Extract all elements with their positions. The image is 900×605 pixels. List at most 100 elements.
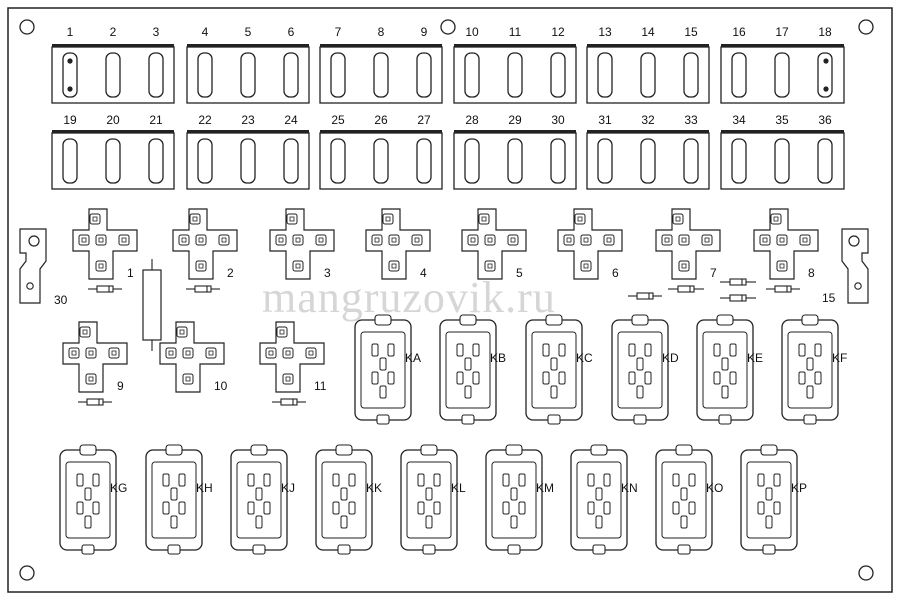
fuse-slot[interactable]	[817, 52, 833, 98]
connector-pin	[255, 487, 263, 501]
connector-cavity	[787, 331, 833, 409]
relay-pin	[85, 373, 97, 385]
diode	[668, 285, 704, 293]
fuse-slot[interactable]	[507, 138, 523, 184]
fuse-slot[interactable]	[640, 52, 656, 98]
relay-socket[interactable]: 7	[655, 208, 721, 280]
fuse-slot[interactable]	[464, 138, 480, 184]
relay-socket[interactable]: 6	[557, 208, 623, 280]
relay-socket[interactable]: 10	[159, 321, 228, 393]
connector-pin	[688, 501, 696, 515]
fuse-slot[interactable]	[597, 138, 613, 184]
connector-label: KD	[662, 351, 679, 365]
fuse-slot[interactable]	[640, 138, 656, 184]
relay-pin	[371, 234, 383, 246]
relay-socket[interactable]: 1	[72, 208, 138, 280]
connector[interactable]: KD	[611, 314, 679, 425]
relay-pin	[580, 234, 592, 246]
fuse-slot[interactable]	[240, 138, 256, 184]
fuse-number: 31	[598, 113, 612, 127]
fuse-slot[interactable]	[731, 138, 747, 184]
relay-pin	[95, 260, 107, 272]
fuse-slot[interactable]	[774, 138, 790, 184]
fuse-slot[interactable]	[148, 52, 164, 98]
connector-pin	[773, 473, 781, 487]
relay-pin	[182, 373, 194, 385]
fuse-slot[interactable]	[148, 138, 164, 184]
relay-socket[interactable]: 9	[62, 321, 128, 393]
connector[interactable]: KN	[570, 444, 638, 555]
relay-socket[interactable]: 8	[753, 208, 819, 280]
connector[interactable]: KM	[485, 444, 554, 555]
fuse-slot[interactable]	[197, 138, 213, 184]
relay-pin	[776, 260, 788, 272]
relay-pin-core	[385, 216, 391, 222]
fuse-slot[interactable]	[416, 52, 432, 98]
connector-pin	[542, 343, 550, 357]
relay-pin-core	[577, 216, 583, 222]
fuse-bus-bar	[721, 44, 844, 47]
connector-pin	[464, 385, 472, 399]
fuse-slot[interactable]	[373, 52, 389, 98]
fuse-slot[interactable]	[62, 138, 78, 184]
connector[interactable]: KH	[145, 444, 213, 555]
connector[interactable]: KK	[315, 444, 382, 555]
fuse-slot[interactable]	[550, 52, 566, 98]
fuse-block	[586, 46, 710, 104]
relay-pin-core	[181, 237, 187, 243]
relay-pin	[770, 213, 782, 225]
connector[interactable]: KE	[696, 314, 763, 425]
fuse-slot[interactable]	[240, 52, 256, 98]
fuse-slot[interactable]	[817, 138, 833, 184]
connector[interactable]: KB	[439, 314, 506, 425]
fuse-number: 12	[551, 25, 565, 39]
fuse-slot[interactable]	[330, 138, 346, 184]
connector[interactable]: KL	[400, 444, 466, 555]
relay-pin-core	[391, 263, 397, 269]
connector[interactable]: KA	[354, 314, 421, 425]
relay-socket[interactable]: 11	[259, 321, 327, 393]
connector-pin	[92, 473, 100, 487]
fuse-slot[interactable]	[283, 138, 299, 184]
fuse-slot[interactable]	[683, 138, 699, 184]
fuse-slot[interactable]	[373, 138, 389, 184]
connector[interactable]: KO	[655, 444, 723, 555]
relay-outline	[172, 208, 238, 280]
fuse-slot[interactable]	[105, 52, 121, 98]
fuse-slot[interactable]	[105, 138, 121, 184]
fuse-slot[interactable]	[774, 52, 790, 98]
connector[interactable]: KP	[740, 444, 807, 555]
relay-pin-core	[185, 376, 191, 382]
fuse-slot[interactable]	[683, 52, 699, 98]
relay-socket[interactable]: 5	[461, 208, 527, 280]
relay-pin	[484, 260, 496, 272]
fuse-slot[interactable]	[597, 52, 613, 98]
relay-socket[interactable]: 4	[365, 208, 431, 280]
fuse-bus-bar	[52, 130, 174, 133]
connector-pin	[721, 357, 729, 371]
relay-pin-core	[675, 216, 681, 222]
connector[interactable]: KC	[525, 314, 593, 425]
fuse-slot[interactable]	[464, 52, 480, 98]
relay-socket[interactable]: 2	[172, 208, 238, 280]
fuse-slot[interactable]	[283, 52, 299, 98]
fuse-number: 13	[598, 25, 612, 39]
terminal-pin-hole	[26, 282, 34, 290]
connector[interactable]: KJ	[230, 444, 295, 555]
mounting-hole	[440, 19, 456, 35]
fuse-slot[interactable]	[507, 52, 523, 98]
fuse-slot[interactable]	[416, 138, 432, 184]
connector[interactable]: KF	[781, 314, 847, 425]
fuse-slot[interactable]	[330, 52, 346, 98]
relay-pin	[292, 234, 304, 246]
fuse-slot[interactable]	[731, 52, 747, 98]
fuse-slot[interactable]	[62, 52, 78, 98]
fuse-number: 34	[732, 113, 746, 127]
fuse-bus-bar	[454, 130, 576, 133]
fuse-slot[interactable]	[550, 138, 566, 184]
fuse-slot[interactable]	[197, 52, 213, 98]
connector[interactable]: KG	[59, 444, 127, 555]
relay-socket[interactable]: 3	[269, 208, 335, 280]
connector-latch	[250, 444, 268, 456]
